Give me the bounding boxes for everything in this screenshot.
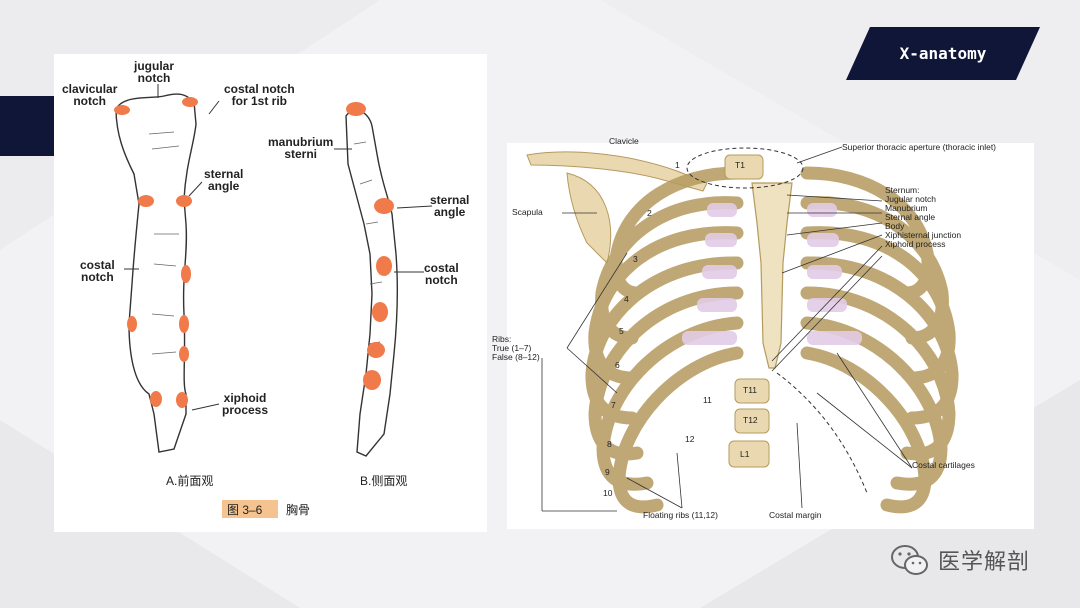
- label-floating-ribs: Floating ribs (11,12): [643, 510, 718, 520]
- label-costal-margin: Costal margin: [769, 510, 822, 520]
- label-ribs-group: Ribs: True (1–7) False (8–12): [492, 334, 540, 362]
- rib-number-8: 8: [607, 439, 612, 449]
- label-costal-notch-b: costal notch: [424, 261, 459, 287]
- vertebra-label-l1: L1: [740, 449, 750, 459]
- label-sternal-angle-b: sternal angle: [430, 193, 470, 219]
- rib-number-1: 1: [675, 160, 680, 170]
- figure-number: 图 3–6: [227, 503, 263, 517]
- vertebra-label-t1: T1: [735, 160, 745, 170]
- figure-title: 胸骨: [286, 503, 311, 517]
- rib-number-10: 10: [603, 488, 613, 498]
- sternum-illustration: [114, 84, 433, 457]
- rib-number-7: 7: [611, 400, 616, 410]
- label-jugular-notch: jugular notch: [134, 59, 175, 85]
- thoracic-cage-figure-panel: Clavicle Superior thoracic aperture (tho…: [492, 137, 1034, 529]
- watermark: 医学解剖: [890, 540, 1030, 580]
- watermark-text: 医学解剖: [938, 550, 1031, 575]
- label-sternum-parts: Sternum: Jugular notch Manubrium Sternal…: [885, 185, 962, 249]
- thoracic-cage-illustration: [526, 146, 959, 514]
- rib-number-6: 6: [615, 360, 620, 370]
- label-costal-cartilages: Costal cartilages: [912, 460, 975, 470]
- rib-number-3: 3: [633, 254, 638, 264]
- brand-badge: X-anatomy: [846, 27, 1040, 80]
- label-xiphoid-process: xiphoid process: [222, 391, 269, 417]
- brand-badge-label: X-anatomy: [899, 44, 987, 63]
- rib-number-2: 2: [647, 208, 652, 218]
- label-manubrium-sterni: manubrium sterni: [268, 135, 334, 161]
- rib-number-4: 4: [624, 294, 629, 304]
- caption-anterior-view: A.前面观: [166, 474, 214, 488]
- label-costal-notch-a: costal notch: [80, 258, 115, 284]
- label-clavicle: Clavicle: [609, 136, 639, 146]
- accent-bar: [0, 96, 54, 156]
- rib-number-11: 11: [703, 395, 712, 405]
- label-scapula: Scapula: [512, 207, 543, 217]
- label-superior-thoracic-aperture: Superior thoracic aperture (thoracic inl…: [842, 142, 997, 152]
- caption-lateral-view: B.侧面观: [360, 474, 408, 488]
- vertebra-label-t11: T11: [743, 385, 758, 395]
- sternum-figure-panel: jugular notch clavicular notch costal no…: [54, 54, 487, 532]
- vertebra-label-t12: T12: [743, 415, 758, 425]
- label-clavicular-notch: clavicular notch: [62, 82, 118, 108]
- label-sternal-angle-a: sternal angle: [204, 167, 244, 193]
- rib-number-12: 12: [685, 434, 695, 444]
- figure-number-badge: 图 3–6: [222, 500, 278, 518]
- rib-number-9: 9: [605, 467, 610, 477]
- wechat-icon: [891, 545, 928, 575]
- rib-number-5: 5: [619, 326, 624, 336]
- label-costal-notch-1st-rib: costal notch for 1st rib: [224, 82, 295, 108]
